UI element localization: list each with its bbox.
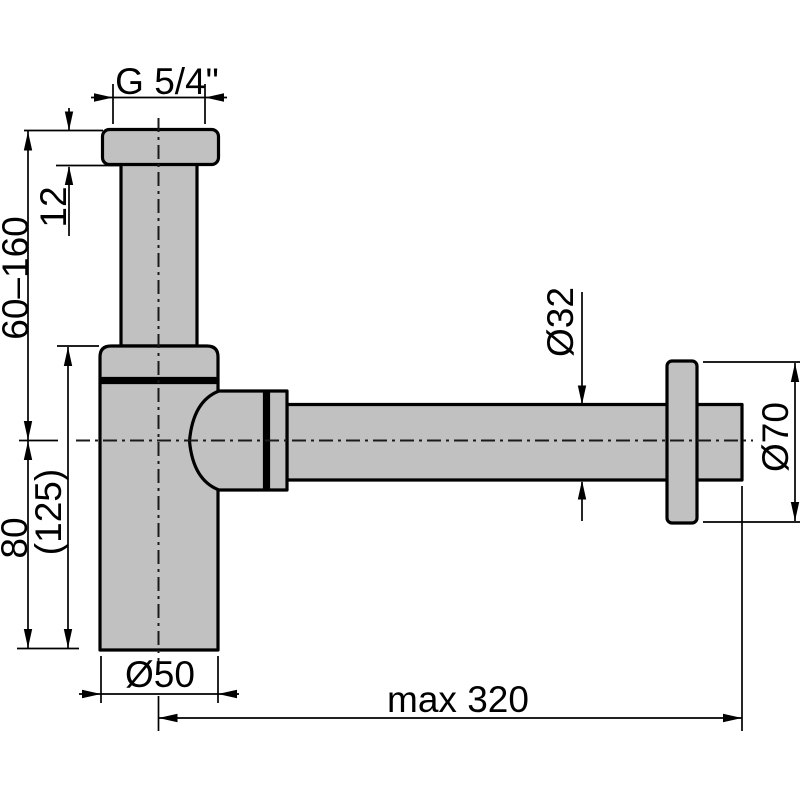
arrowhead <box>64 111 74 131</box>
arrowhead <box>218 689 237 699</box>
dimension-cup-diameter: Ø50 <box>79 654 239 703</box>
dim-label-center-to-bottom: 80 <box>0 517 35 558</box>
thread-flange <box>100 127 221 167</box>
arrowhead <box>158 713 178 723</box>
arrowhead <box>23 629 33 648</box>
dimension-body-height: (125) <box>17 345 99 650</box>
dimension-thread: G 5/4" <box>91 61 227 124</box>
arrowhead <box>94 93 113 102</box>
arrowhead <box>64 166 74 185</box>
trap-parts <box>98 127 744 652</box>
dim-label-thread: G 5/4" <box>115 61 219 102</box>
dim-label-pipe-diameter: Ø32 <box>540 287 581 357</box>
dimension-rosette-diameter: Ø70 <box>703 361 800 523</box>
arrowhead <box>63 347 73 366</box>
arrowhead <box>577 385 587 405</box>
arrowhead <box>790 502 800 521</box>
centerlines <box>76 118 753 662</box>
dim-label-cup-diameter: Ø50 <box>125 654 195 695</box>
arrowhead <box>23 441 33 460</box>
arrowhead <box>577 480 587 500</box>
arrowhead <box>790 363 800 382</box>
dim-label-flange-height: 12 <box>33 186 74 227</box>
dim-label-max-length: max 320 <box>387 679 529 720</box>
arrowhead <box>82 689 101 699</box>
dim-label-rosette-diameter: Ø70 <box>755 402 796 472</box>
arrowhead <box>23 131 33 151</box>
dimension-max-length: max 320 <box>157 486 743 731</box>
dimension-center-to-bottom: 80 <box>0 439 58 648</box>
arrowhead <box>63 629 73 648</box>
dim-label-height-range: 60–160 <box>0 216 36 339</box>
dim-label-body-height: (125) <box>28 469 69 555</box>
arrowhead <box>23 421 33 440</box>
wall-rosette <box>665 359 699 525</box>
dimension-height-range: 60–160 <box>0 131 36 440</box>
dimension-flange-height: 12 <box>24 108 121 236</box>
dimension-pipe-diameter: Ø32 <box>540 287 587 521</box>
arrowhead <box>205 93 224 102</box>
arrowhead <box>723 713 742 723</box>
